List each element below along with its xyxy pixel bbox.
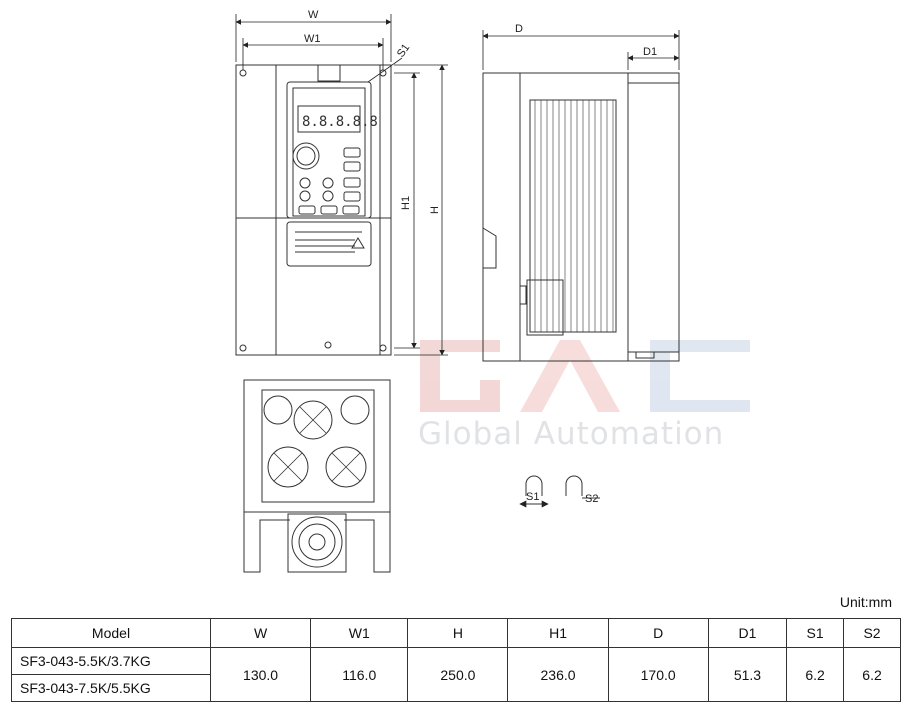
watermark: Global Automation — [418, 340, 750, 452]
watermark-logo-c — [650, 340, 750, 412]
dim-label-s1-front: S1 — [395, 42, 413, 60]
table-row: SF3-043-5.5K/3.7KG 130.0 116.0 250.0 236… — [11, 647, 901, 702]
value-d1: 51.3 — [707, 647, 788, 702]
value-d: 170.0 — [607, 647, 709, 702]
unit-label: Unit:mm — [839, 594, 892, 610]
front-view: 8.8.8.8.8 — [235, 64, 392, 356]
side-view — [482, 72, 680, 362]
value-w: 130.0 — [209, 647, 312, 702]
header-w: W — [209, 618, 312, 648]
side-dimensions — [482, 30, 680, 70]
header-d1: D1 — [707, 618, 788, 648]
header-w1: W1 — [310, 618, 409, 648]
dim-label-s1: S1 — [526, 491, 539, 503]
table-header-row: Model W W1 H H1 D D1 S1 S2 — [11, 618, 901, 648]
watermark-text: Global Automation — [418, 416, 724, 452]
dim-label-d1: D1 — [643, 46, 657, 58]
svg-text:8.8.8.8.8: 8.8.8.8.8 — [302, 114, 378, 130]
value-h: 250.0 — [407, 647, 509, 702]
header-s1: S1 — [786, 618, 845, 648]
dimension-drawing: Global Automation 8.8.8.8.8 — [235, 9, 750, 573]
dim-label-h1: H1 — [400, 196, 412, 210]
dim-label-s2: S2 — [585, 493, 598, 505]
watermark-logo-a — [520, 340, 620, 412]
dim-label-w1: W1 — [304, 33, 321, 45]
dim-label-d: D — [515, 23, 523, 35]
header-d: D — [607, 618, 709, 648]
dim-label-h: H — [429, 206, 441, 214]
value-s1: 6.2 — [786, 647, 845, 702]
header-model: Model — [11, 618, 211, 648]
model-cell: SF3-043-5.5K/3.7KG — [11, 647, 211, 675]
value-w1: 116.0 — [310, 647, 409, 702]
dimension-table: Model W W1 H H1 D D1 S1 S2 SF3-043-5.5K/… — [11, 618, 901, 702]
front-dimensions — [235, 14, 448, 356]
dim-label-w: W — [308, 9, 319, 21]
value-s2: 6.2 — [843, 647, 901, 702]
table-row: SF3-043-7.5K/5.5KG — [11, 674, 901, 702]
screw-detail — [519, 475, 600, 508]
header-h: H — [407, 618, 509, 648]
header-s2: S2 — [843, 618, 901, 648]
watermark-logo-g — [420, 340, 500, 412]
model-cell: SF3-043-7.5K/5.5KG — [11, 674, 211, 702]
header-h1: H1 — [507, 618, 609, 648]
value-h1: 236.0 — [507, 647, 609, 702]
bottom-view — [243, 379, 391, 573]
